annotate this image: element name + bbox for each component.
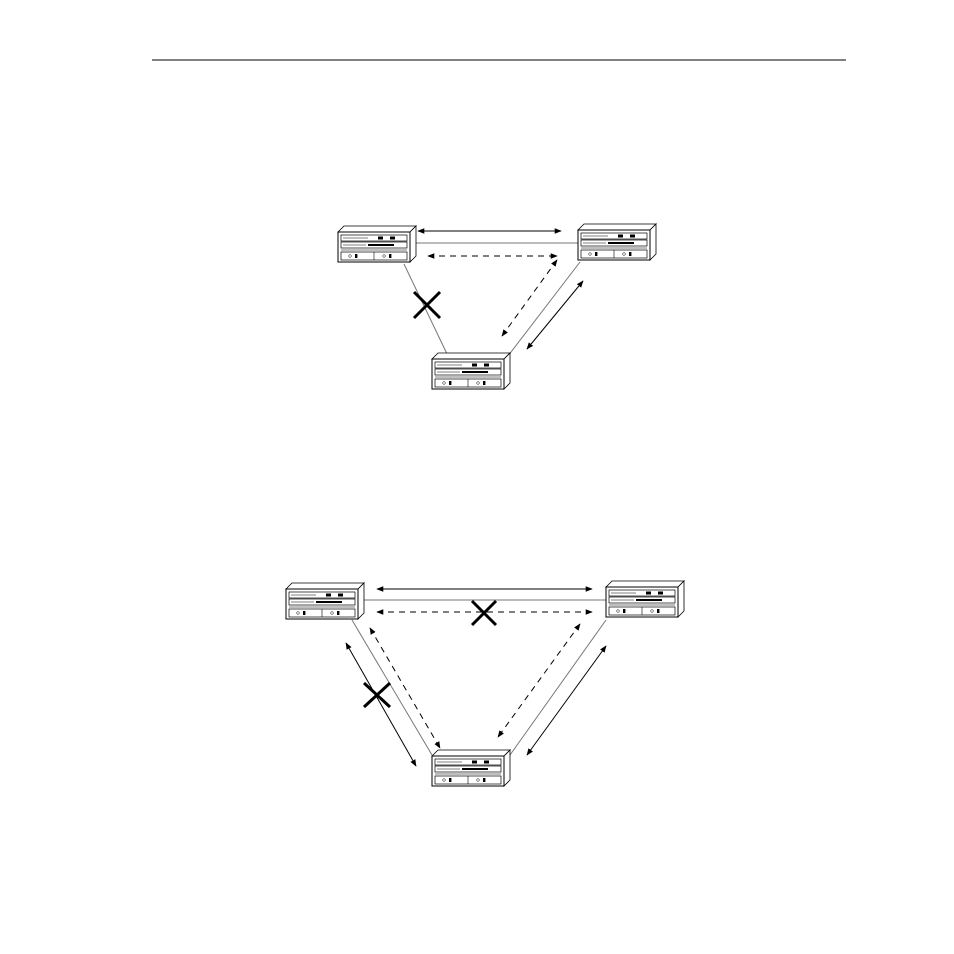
router-right xyxy=(578,224,656,260)
link-left-bottom xyxy=(352,620,432,755)
flow-dashed-right-bottom xyxy=(498,624,580,737)
flow-dashed-right-bottom xyxy=(502,260,557,336)
failure-x-mark xyxy=(414,292,440,318)
link-left-bottom xyxy=(404,264,448,356)
flow-solid-left-bottom xyxy=(346,643,416,766)
failure-x-mark-left-bottom xyxy=(364,683,390,707)
failure-x-mark-left-right xyxy=(472,601,496,625)
router-bottom xyxy=(432,353,510,389)
flow-solid-right-bottom xyxy=(527,281,583,349)
router-right xyxy=(606,581,684,617)
link-right-bottom xyxy=(510,620,606,755)
flow-solid-right-bottom xyxy=(527,646,606,755)
router-left xyxy=(338,226,416,262)
router-bottom xyxy=(432,750,510,786)
link-right-bottom xyxy=(508,262,580,356)
router-left xyxy=(286,583,364,619)
bottom-topology xyxy=(286,581,684,786)
flow-dashed-left-bottom xyxy=(370,628,440,748)
top-topology xyxy=(338,224,656,389)
